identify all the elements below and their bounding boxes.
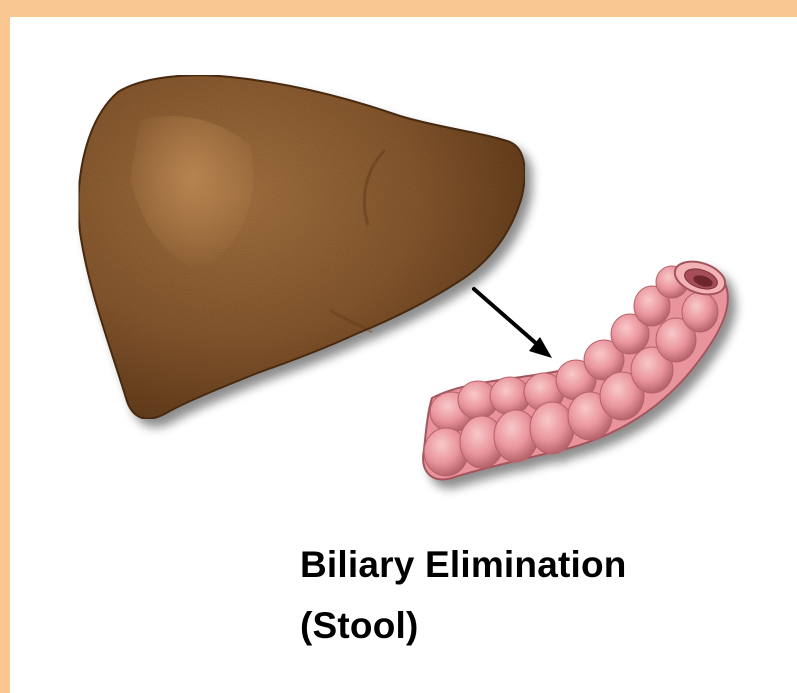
caption-line-2: (Stool) (300, 595, 627, 656)
caption-line-1: Biliary Elimination (300, 534, 627, 595)
liver-icon (79, 75, 525, 418)
arrow-icon (474, 289, 552, 358)
figure-caption: Biliary Elimination (Stool) (300, 534, 627, 656)
intestine-icon (423, 256, 729, 480)
